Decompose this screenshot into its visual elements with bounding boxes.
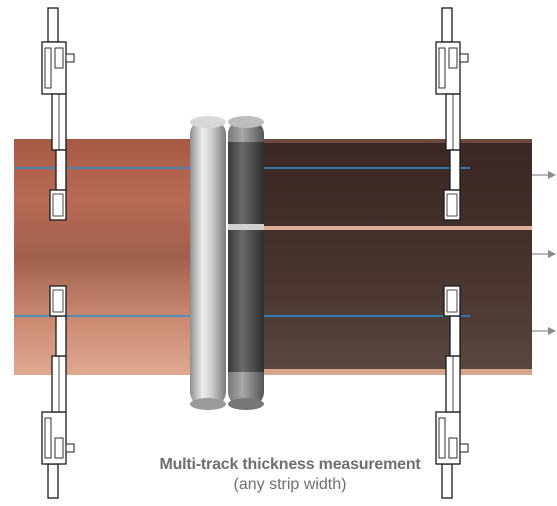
- output-arrow-middle: [532, 250, 556, 258]
- strip-rolled-center-seam: [262, 226, 532, 230]
- strip-rolled-bottom-edge: [262, 369, 532, 375]
- strip-rolled-top-edge: [262, 139, 532, 143]
- work-roll-light: [190, 116, 226, 410]
- strip-unrolled: [14, 139, 194, 375]
- output-arrow-upper: [532, 171, 556, 179]
- output-arrow-lower: [532, 327, 556, 335]
- strip-rolled: [262, 139, 532, 375]
- work-roll-dark: [228, 116, 264, 410]
- caption-title: Multi-track thickness measurement: [159, 456, 421, 473]
- caption-subtitle: (any strip width): [233, 476, 347, 493]
